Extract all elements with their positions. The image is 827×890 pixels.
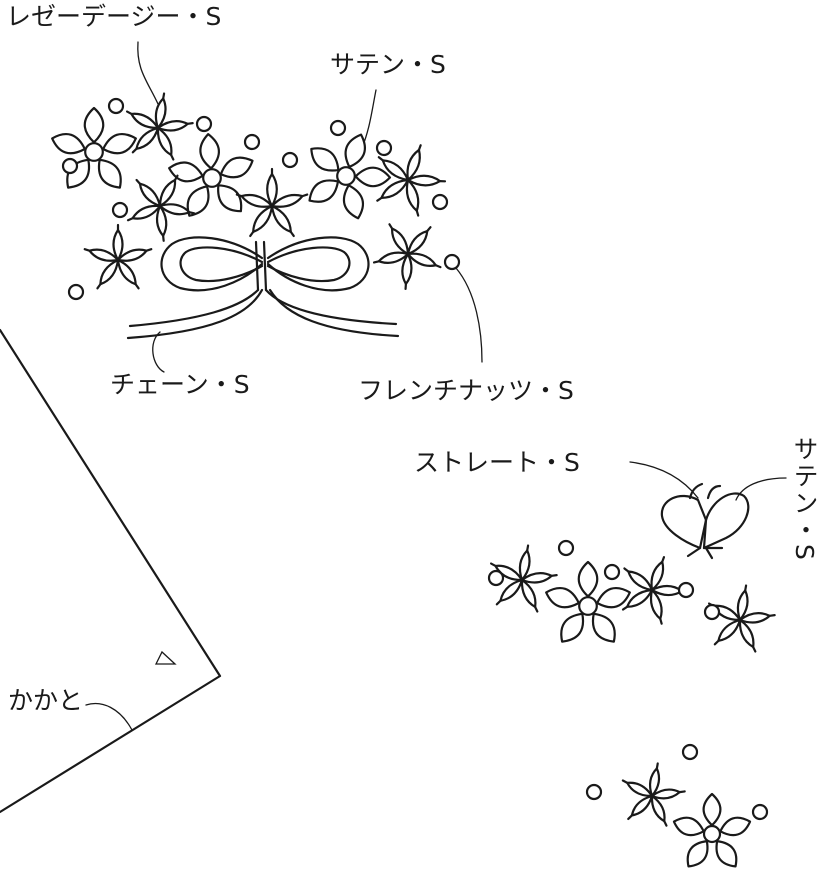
leader-french-knots [455, 267, 483, 363]
french-knot [61, 157, 79, 175]
french-knot [703, 603, 721, 621]
satin-flower [168, 133, 254, 217]
french-knot [603, 563, 621, 581]
french-knot [281, 151, 299, 169]
lazy-daisy-flower [83, 223, 153, 290]
lazy-daisy-flower [235, 167, 309, 238]
lazy-daisy-flower [372, 223, 442, 291]
sock-outline [0, 328, 222, 814]
leader-chain [152, 331, 165, 373]
label-heel: かかと [8, 686, 84, 715]
french-knot [111, 201, 129, 219]
french-knot [375, 139, 393, 157]
label-straight: ストレート・S [414, 448, 580, 477]
french-knot [681, 743, 699, 761]
heel-marker [154, 650, 177, 665]
french-knot [677, 581, 695, 599]
satin-butterfly [660, 482, 750, 560]
satin-flower [51, 106, 137, 189]
french-knot [487, 569, 505, 587]
label-french-knots: フレンチナッツ・S [358, 376, 574, 405]
lazy-daisy-flower [376, 144, 447, 217]
label-chain: チェーン・S [110, 370, 250, 399]
french-knot [557, 539, 575, 557]
label-satin-vertical: サテン・S [790, 436, 819, 562]
french-knots-layer [61, 97, 769, 821]
bow [126, 236, 400, 340]
leader-straight [629, 461, 699, 499]
french-knot [443, 253, 461, 271]
french-knot [107, 97, 125, 115]
lazy-daisy-flower [621, 556, 689, 625]
leader-lazy-daisy [137, 41, 159, 105]
satin-flower [672, 792, 752, 868]
satin-flower [308, 133, 392, 220]
french-knot [585, 783, 603, 801]
flowers-layer [51, 92, 776, 868]
leader-satin-vertical [735, 477, 787, 501]
lazy-daisy-flower [489, 544, 558, 613]
french-knot [243, 133, 261, 151]
lazy-daisy-flower [126, 174, 196, 242]
french-knot [195, 115, 213, 133]
french-knot [751, 803, 769, 821]
french-knot [67, 283, 85, 301]
label-satin-top: サテン・S [330, 50, 446, 79]
french-knot [431, 193, 449, 211]
leader-heel [85, 703, 133, 731]
satin-flower [545, 560, 631, 643]
lazy-daisy-flower [125, 92, 194, 161]
french-knot [329, 119, 347, 137]
lazy-daisy-flower [621, 762, 686, 827]
label-lazy-daisy: レゼーデージー・S [6, 2, 222, 31]
lazy-daisy-flower [707, 584, 776, 653]
